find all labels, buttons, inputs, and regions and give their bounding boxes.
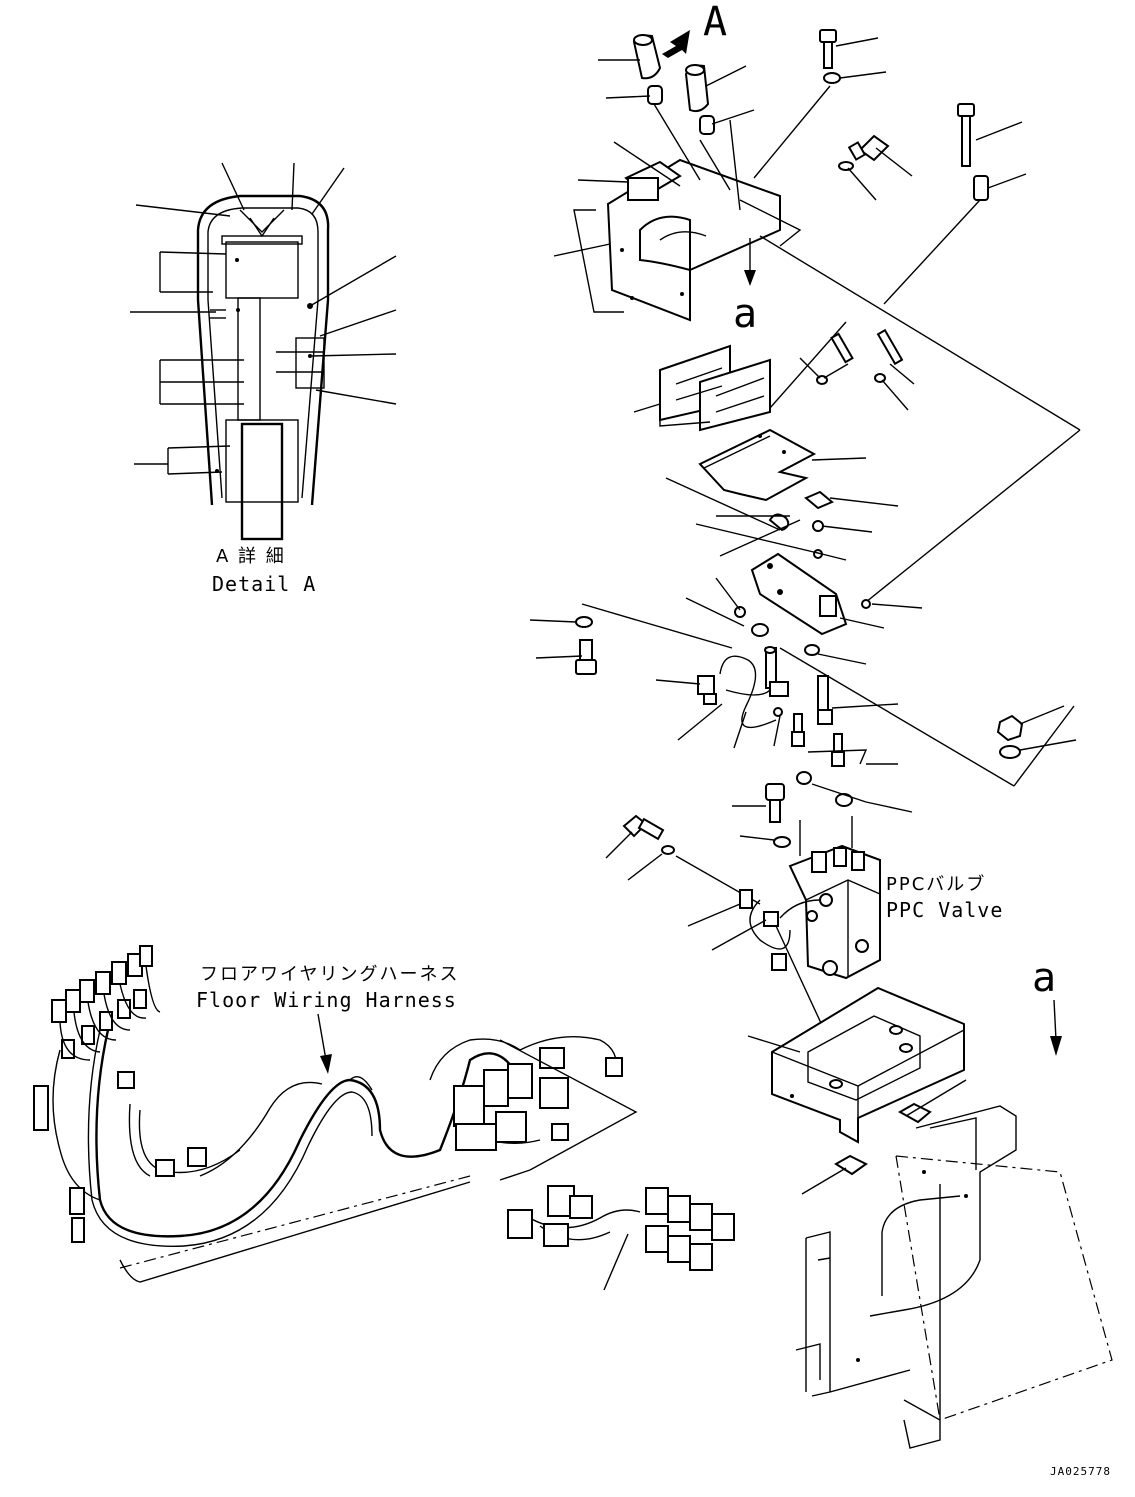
- valve-mount-plate: [747, 986, 965, 1144]
- micro-switch-harness: [655, 655, 783, 749]
- section-a-label-bottom: a: [1032, 955, 1057, 1001]
- top-leaders: [553, 37, 1027, 313]
- bolt-left: [529, 616, 597, 675]
- harness-label-jp: フロアワイヤリングハーネス: [200, 964, 460, 985]
- ppc-valve-label-jp: PPCバルブ: [886, 874, 987, 895]
- link-bracket: [685, 552, 923, 665]
- switch-bracket: [606, 158, 802, 322]
- floor-wiring-harness: [33, 945, 638, 1283]
- lever-plate: [698, 428, 867, 502]
- view-a-label: A: [703, 0, 728, 45]
- mid-leaders: [823, 363, 849, 379]
- ppc-valve-label-en: PPC Valve: [886, 898, 1004, 922]
- springs: [665, 477, 899, 561]
- section-a-label-top: a: [733, 291, 758, 337]
- nut-washer-right: [996, 705, 1077, 759]
- harness-label-en: Floor Wiring Harness: [196, 988, 457, 1012]
- lever-boots: [633, 344, 771, 432]
- arrow-view-a: [662, 30, 690, 58]
- pins: [799, 328, 915, 411]
- lever-knobs: [632, 34, 715, 135]
- bolts-top: [819, 29, 989, 201]
- detail-a-knob-section: [196, 194, 330, 541]
- console-frame: [795, 1105, 1113, 1449]
- drawing-id: JA025778: [1050, 1465, 1111, 1478]
- detail-a-title-en: Detail A: [212, 572, 317, 596]
- relay-group: [507, 1185, 735, 1291]
- detail-a-title-jp: A 詳 細: [216, 546, 286, 567]
- detail-a-leaders: [130, 162, 397, 475]
- adjust-rods: [764, 646, 913, 813]
- ppc-valve: [687, 816, 881, 1091]
- clips: [801, 999, 1062, 1195]
